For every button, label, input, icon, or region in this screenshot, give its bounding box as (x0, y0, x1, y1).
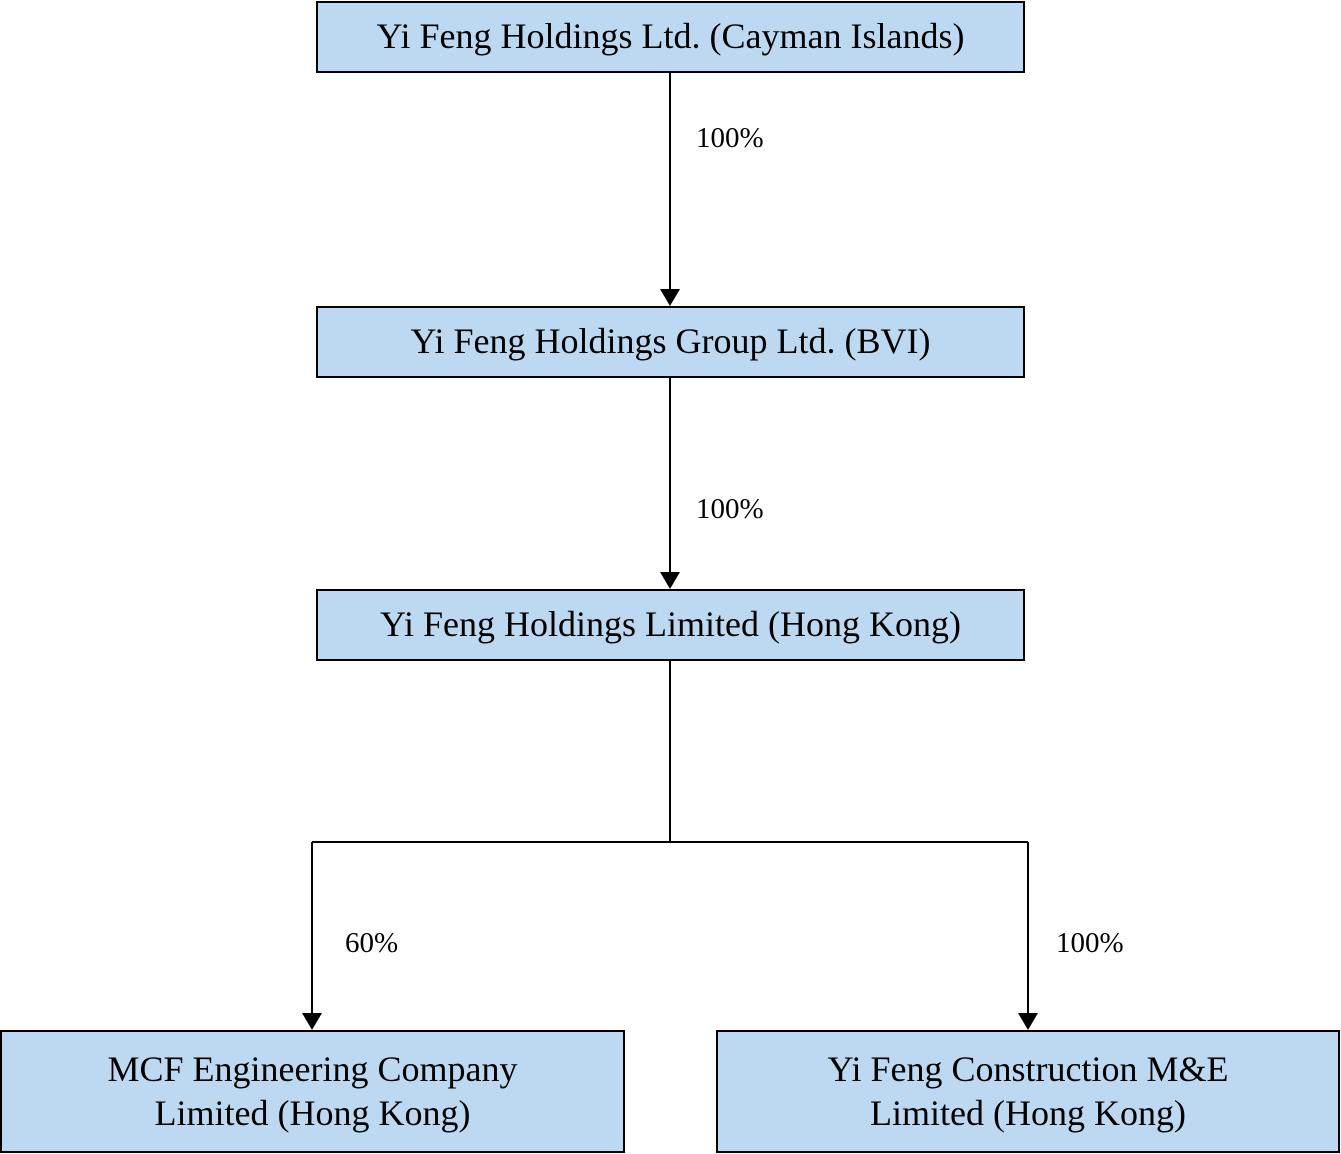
ownership-label-hk-mcf: 60% (345, 927, 399, 959)
arrowhead-hk (660, 572, 680, 589)
entity-name-me-line2: Limited (Hong Kong) (870, 1092, 1186, 1133)
entity-box-hk: Yi Feng Holdings Limited (Hong Kong) (316, 589, 1025, 661)
arrowhead-me (1018, 1013, 1038, 1030)
ownership-label-hk-me: 100% (1056, 927, 1124, 959)
entity-name-mcf: MCF Engineering Company Limited (Hong Ko… (108, 1048, 518, 1134)
entity-box-bvi: Yi Feng Holdings Group Ltd. (BVI) (316, 306, 1025, 378)
arrowhead-mcf (302, 1013, 322, 1030)
entity-name-mcf-line2: Limited (Hong Kong) (154, 1092, 471, 1133)
entity-box-me: Yi Feng Construction M&E Limited (Hong K… (716, 1030, 1340, 1153)
ownership-label-cayman-bvi: 100% (696, 122, 764, 154)
entity-name-me: Yi Feng Construction M&E Limited (Hong K… (827, 1048, 1228, 1134)
ownership-label-bvi-hk: 100% (696, 493, 764, 525)
entity-name-bvi: Yi Feng Holdings Group Ltd. (BVI) (410, 321, 931, 362)
arrowhead-bvi (660, 289, 680, 306)
entity-name-cayman: Yi Feng Holdings Ltd. (Cayman Islands) (376, 16, 965, 57)
entity-name-mcf-line1: MCF Engineering Company (107, 1049, 518, 1090)
entity-name-me-line1: Yi Feng Construction M&E (827, 1049, 1229, 1090)
entity-box-mcf: MCF Engineering Company Limited (Hong Ko… (0, 1030, 625, 1153)
entity-box-cayman: Yi Feng Holdings Ltd. (Cayman Islands) (316, 1, 1025, 73)
entity-name-hk: Yi Feng Holdings Limited (Hong Kong) (380, 604, 961, 645)
